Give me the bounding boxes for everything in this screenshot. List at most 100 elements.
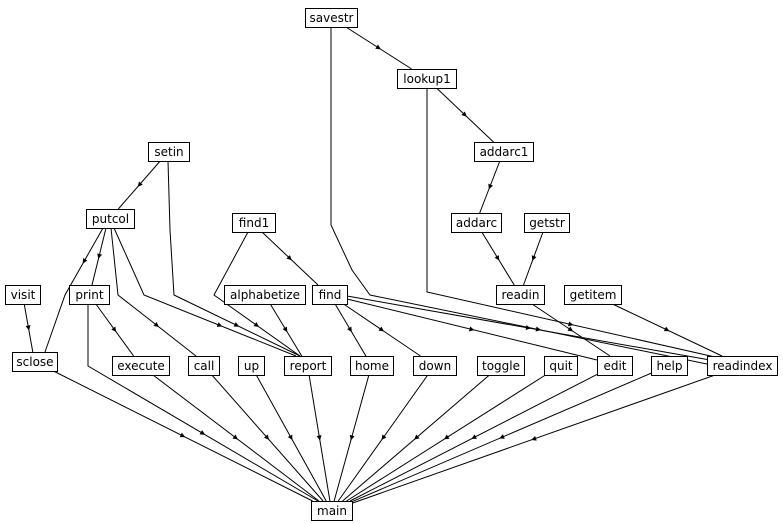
arrowhead-icon [179, 432, 186, 438]
node-label: home [355, 359, 389, 373]
node-box[interactable] [12, 352, 58, 372]
edge-setin-to-putcol [117, 160, 161, 210]
node-box[interactable] [224, 285, 306, 305]
edge-home-to-main [333, 374, 370, 502]
edge-call-to-main [211, 374, 324, 502]
node-box[interactable] [284, 356, 332, 376]
edge-alphabetize-to-report [269, 303, 303, 357]
node-box[interactable] [651, 356, 688, 376]
node-find1[interactable]: find1 [232, 213, 276, 233]
arrowhead-icon [414, 434, 420, 440]
node-label: savestr [310, 11, 354, 25]
node-box[interactable] [312, 285, 348, 305]
node-setin[interactable]: setin [148, 142, 190, 162]
arrowhead-icon [253, 322, 260, 327]
node-up[interactable]: up [238, 356, 265, 376]
node-getstr[interactable]: getstr [524, 213, 570, 233]
node-box[interactable] [544, 356, 578, 376]
arrowhead-icon [488, 183, 493, 190]
node-execute[interactable]: execute [112, 356, 170, 376]
arrowhead-icon [568, 321, 574, 327]
node-addarc1[interactable]: addarc1 [474, 142, 534, 162]
edge-putcol-to-print [91, 227, 107, 286]
node-box[interactable] [597, 356, 633, 376]
arrowhead-icon [282, 326, 288, 333]
node-box[interactable] [112, 356, 170, 376]
node-box[interactable] [86, 209, 135, 229]
node-box[interactable] [477, 356, 525, 376]
arrowhead-icon [82, 258, 88, 264]
node-box[interactable] [238, 356, 265, 376]
node-call[interactable]: call [188, 356, 220, 376]
node-box[interactable] [305, 8, 358, 28]
node-label: readin [502, 288, 540, 302]
node-label: report [290, 359, 327, 373]
arrowhead-icon [216, 322, 223, 327]
node-find[interactable]: find [312, 285, 348, 305]
node-addarc[interactable]: addarc [451, 213, 502, 233]
node-box[interactable] [232, 213, 276, 233]
node-box[interactable] [311, 501, 353, 521]
node-box[interactable] [413, 356, 457, 376]
node-box[interactable] [496, 285, 545, 305]
node-report[interactable]: report [284, 356, 332, 376]
node-label: addarc [456, 216, 497, 230]
node-down[interactable]: down [413, 356, 457, 376]
node-help[interactable]: help [651, 356, 688, 376]
node-box[interactable] [5, 285, 41, 305]
edge-report-to-main [308, 374, 331, 502]
arrowhead-icon [443, 434, 450, 440]
edge-line [213, 231, 301, 357]
node-label: putcol [92, 212, 129, 226]
node-quit[interactable]: quit [544, 356, 578, 376]
node-readindex[interactable]: readindex [707, 356, 778, 376]
node-box[interactable] [188, 356, 220, 376]
edge-help-to-main [351, 372, 652, 503]
node-readin[interactable]: readin [496, 285, 545, 305]
node-visit[interactable]: visit [5, 285, 41, 305]
node-box[interactable] [397, 69, 457, 89]
node-box[interactable] [564, 285, 622, 305]
node-label: down [419, 359, 451, 373]
node-box[interactable] [707, 356, 778, 376]
node-label: alphabetize [230, 288, 300, 302]
edge-setin-to-report [167, 160, 301, 357]
arrowhead-icon [233, 322, 240, 327]
node-getitem[interactable]: getitem [564, 285, 622, 305]
node-box[interactable] [474, 142, 534, 162]
node-alphabetize[interactable]: alphabetize [224, 285, 306, 305]
node-savestr[interactable]: savestr [305, 8, 358, 28]
arrowhead-icon [199, 430, 206, 435]
arrowhead-icon [97, 253, 103, 259]
node-box[interactable] [451, 213, 502, 233]
edge-sclose-to-main [53, 370, 313, 502]
edge-up-to-main [255, 374, 327, 502]
edge-getitem-to-readindex [612, 303, 723, 357]
edge-find-to-edit [346, 298, 598, 361]
edge-readin-to-edit [531, 303, 611, 357]
arrowhead-icon [287, 434, 293, 441]
node-lookup1[interactable]: lookup1 [397, 69, 457, 89]
node-box[interactable] [350, 356, 394, 376]
node-putcol[interactable]: putcol [86, 209, 135, 229]
node-sclose[interactable]: sclose [12, 352, 58, 372]
edge-find1-to-find [261, 231, 319, 286]
arrowhead-icon [378, 326, 385, 332]
node-label: quit [549, 359, 573, 373]
node-label: main [317, 504, 347, 518]
node-toggle[interactable]: toggle [477, 356, 525, 376]
node-label: up [244, 359, 259, 373]
arrowhead-icon [663, 326, 670, 332]
node-label: setin [154, 145, 183, 159]
node-main[interactable]: main [311, 501, 353, 521]
node-box[interactable] [148, 142, 190, 162]
edge-putcol-to-call [110, 227, 197, 357]
node-box[interactable] [69, 285, 110, 305]
nodes-layer: savestr lookup1 addarc1 setin putcol find1 add… [5, 8, 778, 521]
edge-lookup1-to-readindex [426, 88, 716, 358]
node-box[interactable] [524, 213, 570, 233]
node-label: getitem [570, 288, 617, 302]
node-print[interactable]: print [69, 285, 110, 305]
node-home[interactable]: home [350, 356, 394, 376]
node-edit[interactable]: edit [597, 356, 633, 376]
